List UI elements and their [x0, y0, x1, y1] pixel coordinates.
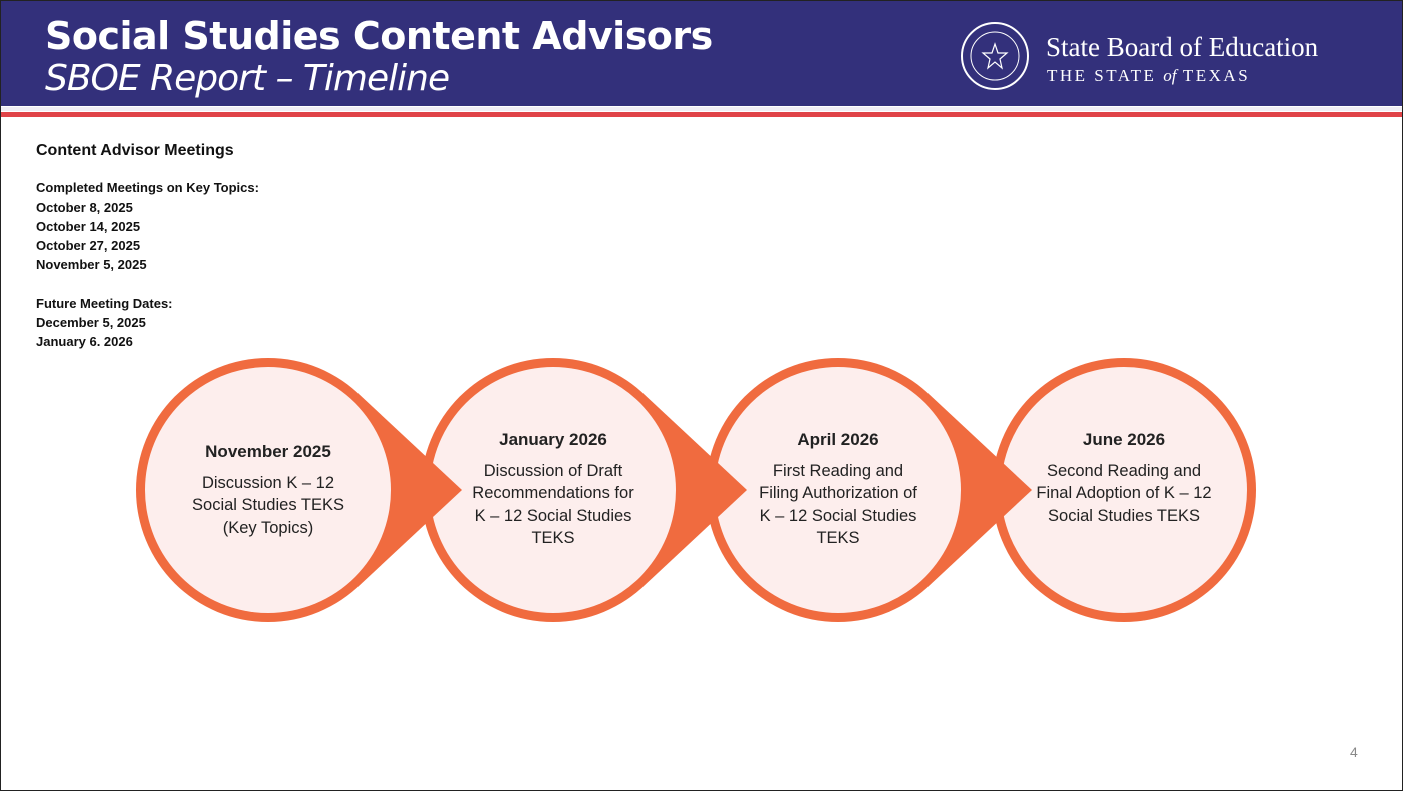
meeting-date: October 27, 2025: [36, 238, 141, 254]
header-stripe-white: [0, 107, 1403, 111]
slide-header: Social Studies Content Advisors SBOE Rep…: [0, 0, 1403, 106]
timeline-step-shape-1: [136, 358, 462, 622]
timeline-step-2: January 2026 Discussion of Draft Recomme…: [448, 429, 658, 550]
texas-seal-icon: [961, 22, 1029, 90]
timeline-step-shape-4: [992, 358, 1256, 622]
completed-label: Completed Meetings on Key Topics:: [36, 180, 259, 196]
timeline-step-3: April 2026 First Reading and Filing Auth…: [733, 429, 943, 550]
meeting-date: November 5, 2025: [36, 257, 147, 273]
step-text: Discussion K – 12 Social Studies TEKS (K…: [192, 473, 344, 537]
step-date: November 2025: [205, 442, 331, 461]
meeting-date: October 8, 2025: [36, 199, 133, 215]
step-date: January 2026: [499, 430, 607, 449]
meeting-date: October 14, 2025: [36, 218, 141, 234]
org-name: State Board of Education: [1046, 32, 1319, 62]
timeline-step-shape-3: [706, 358, 1032, 622]
meetings-panel: Content Advisor Meetings Completed Meeti…: [36, 141, 259, 352]
step-text: Discussion of Draft Recommendations for …: [472, 461, 634, 548]
step-date: April 2026: [797, 430, 879, 449]
org-state: THE STATE of TEXAS: [1047, 66, 1251, 85]
meeting-date: December 5, 2025: [36, 315, 146, 331]
slide-subtitle: SBOE Report – Timeline: [45, 58, 450, 99]
step-text: Second Reading and Final Adoption of K –…: [1036, 461, 1212, 525]
timeline-step-4: June 2026 Second Reading and Final Adopt…: [1019, 429, 1229, 527]
timeline-step-shape-2: [421, 358, 747, 622]
future-label: Future Meeting Dates:: [36, 295, 173, 311]
meetings-heading: Content Advisor Meetings: [36, 142, 234, 159]
meeting-date: January 6. 2026: [36, 334, 133, 350]
step-text: First Reading and Filing Authorization o…: [759, 461, 917, 548]
slide-title: Social Studies Content Advisors: [45, 14, 713, 58]
page-number: 4: [1350, 744, 1358, 760]
header-stripe-red: [0, 112, 1403, 117]
timeline-step-1: November 2025 Discussion K – 12 Social S…: [163, 441, 373, 539]
step-date: June 2026: [1082, 430, 1166, 449]
